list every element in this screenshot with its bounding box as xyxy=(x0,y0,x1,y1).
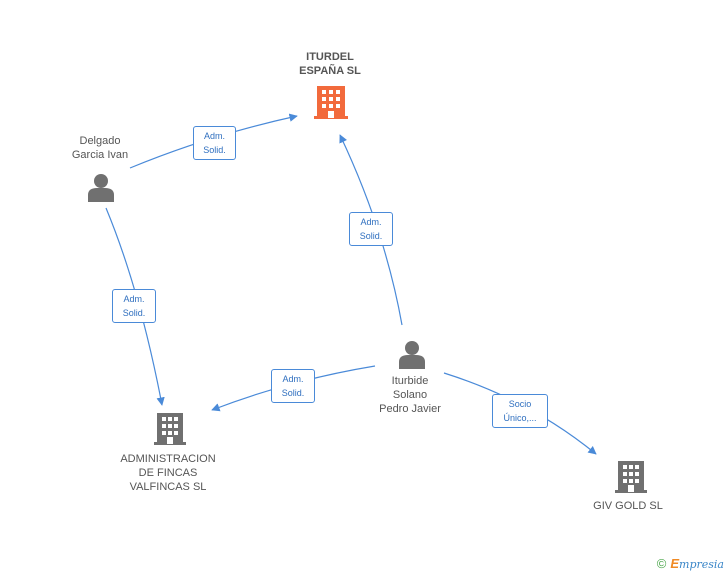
copyright-icon: © xyxy=(656,556,667,571)
building-icon-givgold[interactable] xyxy=(615,461,647,493)
node-label-admin[interactable]: ADMINISTRACION DE FINCAS VALFINCAS SL xyxy=(120,453,216,493)
node-label-iturdel[interactable]: ITURDEL ESPAÑA SL xyxy=(299,51,361,77)
person-icon-iturbide[interactable] xyxy=(399,341,425,369)
building-icon-iturdel[interactable] xyxy=(314,86,348,119)
building-icon-admin[interactable] xyxy=(154,413,186,445)
edge-label-iturbide-givgold: Socio Único,... xyxy=(492,394,548,428)
brand-name-initial: E xyxy=(670,556,680,571)
edge-label-iturbide-iturdel: Adm. Solid. xyxy=(349,212,393,246)
edge-label-delgado-iturdel: Adm. Solid. xyxy=(193,126,236,160)
edge-label-iturbide-admin: Adm. Solid. xyxy=(271,369,315,403)
empresia-logo: ©Empresia xyxy=(657,556,724,571)
edge-label-delgado-admin: Adm. Solid. xyxy=(112,289,156,323)
person-icon-delgado[interactable] xyxy=(88,174,114,202)
brand-name-rest: mpresia xyxy=(679,558,724,571)
node-label-givgold[interactable]: GIV GOLD SL xyxy=(593,500,663,512)
node-label-delgado[interactable]: Delgado Garcia Ivan xyxy=(71,135,129,161)
node-label-iturbide[interactable]: Iturbide Solano Pedro Javier xyxy=(379,375,441,415)
